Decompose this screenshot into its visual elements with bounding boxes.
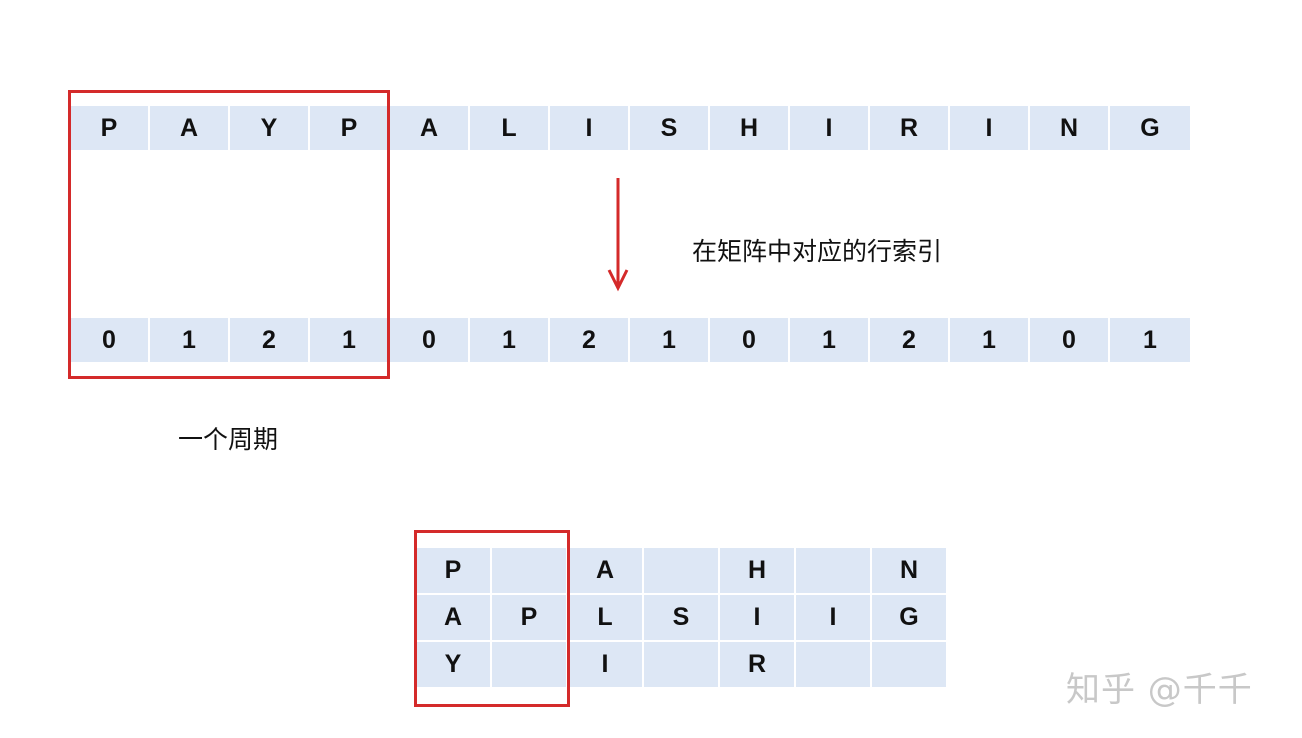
character-cell: L — [470, 106, 550, 150]
character-cell: A — [150, 106, 230, 150]
down-arrow-icon — [607, 178, 629, 292]
character-cell: A — [390, 106, 470, 150]
matrix-cell: Y — [416, 642, 492, 689]
character-cell: S — [630, 106, 710, 150]
row-index-cell: 1 — [470, 318, 550, 362]
matrix-period-highlight-box — [414, 530, 570, 707]
character-cell: I — [950, 106, 1030, 150]
row-index-cell: 1 — [950, 318, 1030, 362]
row-index-cell: 1 — [310, 318, 390, 362]
row-index-cell: 1 — [150, 318, 230, 362]
matrix-cell — [872, 642, 948, 689]
matrix-cell: L — [568, 595, 644, 642]
matrix-cell: N — [872, 548, 948, 595]
character-cell: I — [790, 106, 870, 150]
matrix-cell: R — [720, 642, 796, 689]
matrix-cell: P — [416, 548, 492, 595]
row-index-caption: 在矩阵中对应的行索引 — [692, 237, 943, 266]
row-index-cell: 1 — [630, 318, 710, 362]
one-period-caption: 一个周期 — [178, 425, 279, 454]
one-period-highlight-box — [68, 90, 390, 379]
matrix-cell: A — [416, 595, 492, 642]
row-index-cell: 2 — [230, 318, 310, 362]
matrix-cell — [492, 642, 568, 689]
matrix-cell: I — [796, 595, 872, 642]
character-cell: N — [1030, 106, 1110, 150]
row-index-cell: 0 — [1030, 318, 1110, 362]
matrix-cell: I — [568, 642, 644, 689]
matrix-cell: H — [720, 548, 796, 595]
zhihu-watermark: 知乎 @千千 — [1066, 670, 1253, 710]
matrix-cell — [796, 642, 872, 689]
matrix-cell: A — [568, 548, 644, 595]
row-index-cell: 1 — [790, 318, 870, 362]
matrix-cell: P — [492, 595, 568, 642]
character-cell: I — [550, 106, 630, 150]
row-index-cell: 2 — [870, 318, 950, 362]
row-index-cell: 0 — [70, 318, 150, 362]
matrix-cell: G — [872, 595, 948, 642]
character-cell: Y — [230, 106, 310, 150]
row-index-cell: 0 — [710, 318, 790, 362]
row-index-cell: 0 — [390, 318, 470, 362]
character-cell: R — [870, 106, 950, 150]
matrix-cell — [796, 548, 872, 595]
matrix-cell — [644, 642, 720, 689]
matrix-cell — [492, 548, 568, 595]
row-index-cell: 2 — [550, 318, 630, 362]
matrix-cell: I — [720, 595, 796, 642]
matrix-cell — [644, 548, 720, 595]
matrix-cell: S — [644, 595, 720, 642]
character-cell: H — [710, 106, 790, 150]
character-cell: P — [70, 106, 150, 150]
character-cell: G — [1110, 106, 1190, 150]
row-index-cell: 1 — [1110, 318, 1190, 362]
